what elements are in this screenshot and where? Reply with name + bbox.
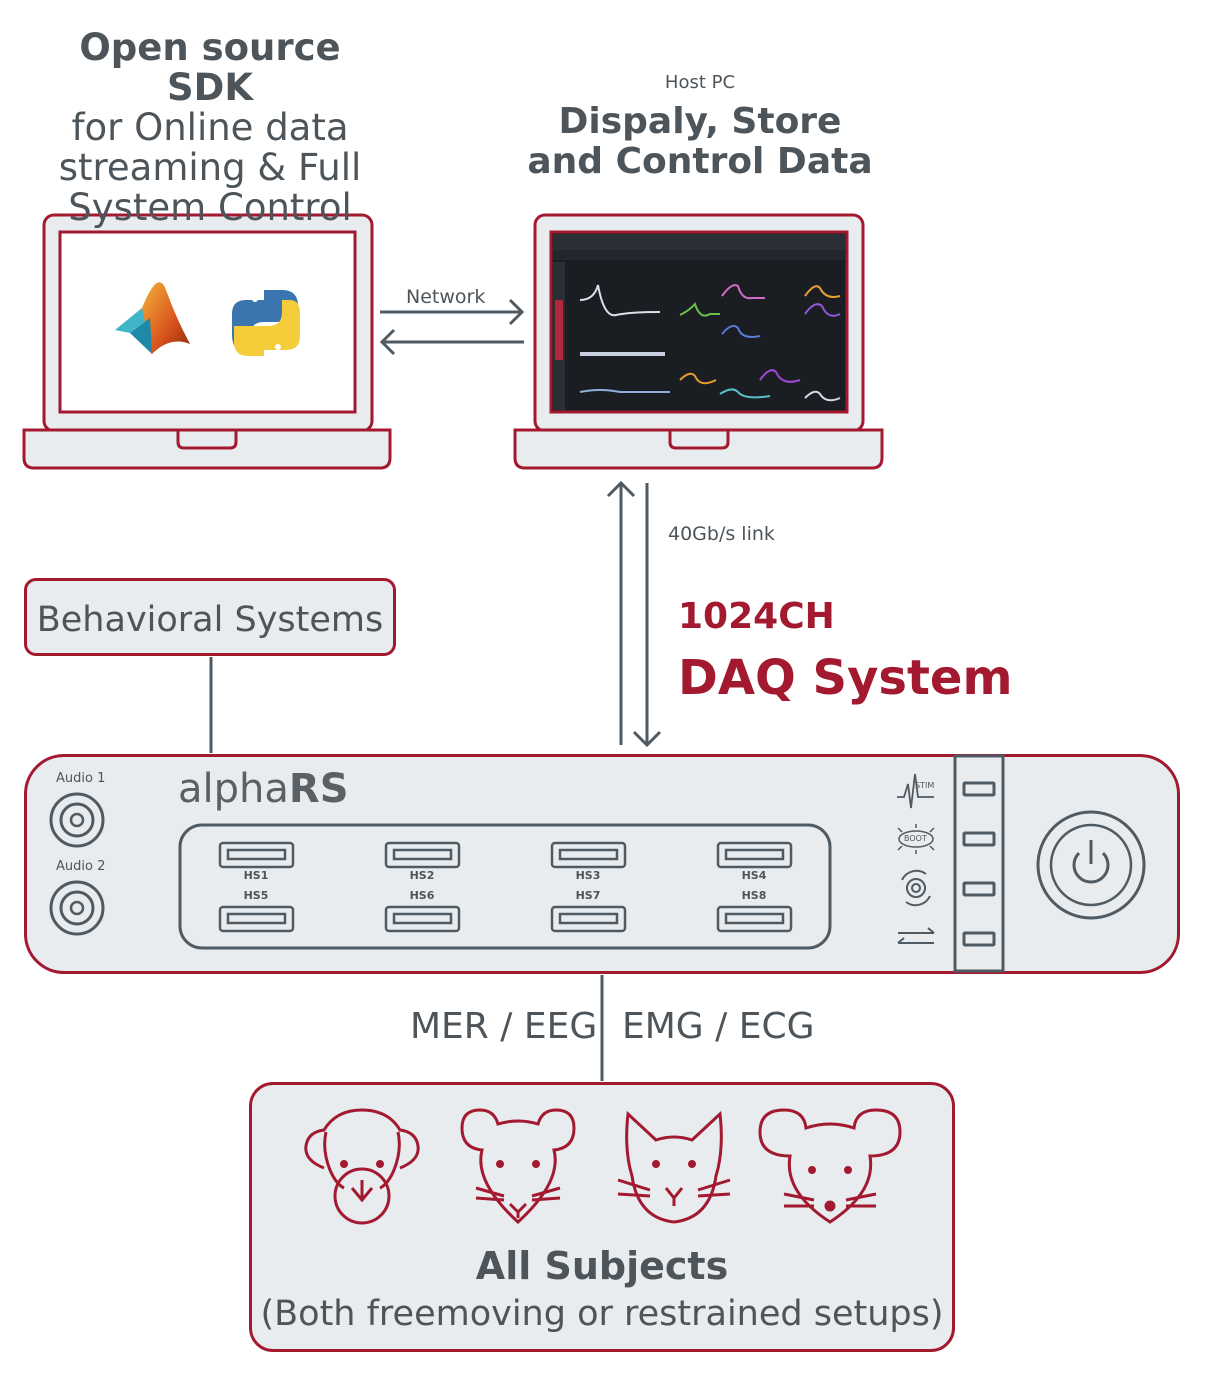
- transfer-arrows-icon: [897, 927, 935, 944]
- brand-light: alpha: [178, 766, 289, 812]
- sdk-title: Open source SDK for Online data streamin…: [40, 28, 380, 228]
- hs5-label: HS5: [243, 889, 269, 902]
- cat-icon: [617, 1110, 731, 1224]
- stim-label: STIM: [915, 781, 935, 790]
- daq-channel-count: 1024CH: [678, 596, 835, 637]
- host-title-line2: and Control Data: [527, 141, 873, 182]
- signal-label-left: MER / EEG: [410, 1006, 598, 1047]
- host-caption: Host PC: [664, 72, 736, 93]
- mouse-icon: [758, 1108, 902, 1224]
- audio-2-label: Audio 2: [56, 859, 106, 874]
- subjects-subtitle: (Both freemoving or restrained setups): [260, 1294, 944, 1334]
- daq-system-title: DAQ System: [678, 650, 1013, 706]
- sdk-laptop: [22, 213, 392, 470]
- sdk-title-line4: System Control: [68, 186, 352, 229]
- fiber-link-label: 40Gb/s link: [668, 523, 775, 545]
- sdk-title-line3: streaming & Full: [58, 146, 362, 189]
- sdk-title-line1: Open source SDK: [79, 26, 341, 109]
- device-brand: alphaRS: [178, 766, 349, 812]
- fiber-link-arrows: [606, 480, 662, 748]
- subjects-title: All Subjects: [475, 1244, 729, 1288]
- network-arrows: [379, 298, 525, 356]
- hs1-label: HS1: [243, 869, 269, 882]
- hs6-label: HS6: [409, 889, 435, 902]
- headstage-panel: [178, 823, 832, 950]
- signal-label-right: EMG / ECG: [622, 1006, 815, 1047]
- status-leds: [962, 781, 996, 947]
- brand-bold: RS: [288, 766, 349, 812]
- stim-icon: [897, 773, 934, 809]
- host-title-line1: Dispaly, Store: [558, 101, 842, 142]
- settings-sync-icon: [901, 869, 931, 907]
- hs8-label: HS8: [741, 889, 767, 902]
- hs2-label: HS2: [409, 869, 435, 882]
- behavioral-systems-label: Behavioral Systems: [36, 600, 384, 640]
- network-label: Network: [406, 286, 486, 308]
- hs7-label: HS7: [575, 889, 601, 902]
- host-pc-laptop: [513, 213, 884, 470]
- rat-icon: [460, 1108, 576, 1225]
- monkey-icon: [304, 1108, 420, 1225]
- sdk-title-line2: for Online data: [71, 106, 349, 149]
- hs4-label: HS4: [741, 869, 767, 882]
- audio-2-jack-icon[interactable]: [49, 880, 105, 936]
- headstage-ports[interactable]: [218, 841, 793, 933]
- hs3-label: HS3: [575, 869, 601, 882]
- python-logo-icon: [232, 290, 300, 356]
- power-button-icon[interactable]: [1036, 810, 1146, 920]
- audio-1-label: Audio 1: [56, 771, 106, 786]
- behavioral-systems-box: Behavioral Systems: [24, 578, 396, 656]
- audio-1-jack-icon[interactable]: [49, 792, 105, 848]
- boot-icon: [897, 824, 935, 854]
- host-title: Dispaly, Store and Control Data: [520, 102, 880, 182]
- boot-label: BOOT: [904, 834, 927, 843]
- matlab-logo-icon: [115, 282, 190, 354]
- software-screen-waveforms: [553, 234, 845, 410]
